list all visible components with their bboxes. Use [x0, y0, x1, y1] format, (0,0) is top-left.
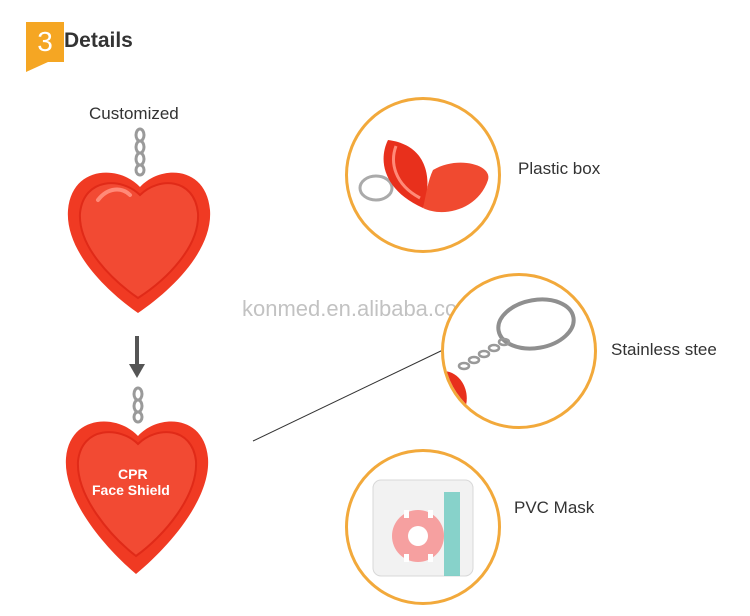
section-title: Details — [64, 29, 133, 52]
case-text-face-shield: Face Shield — [92, 482, 170, 498]
watermark-text: konmed.en.alibaba.com — [242, 296, 476, 321]
plastic-box-label: Plastic box — [518, 159, 601, 178]
heart-case-blank — [67, 127, 211, 313]
stainless-steel-label: Stainless stee — [611, 340, 717, 359]
badge-tail — [26, 62, 48, 72]
down-arrow-icon — [129, 336, 145, 378]
step-number-badge: 3 — [26, 22, 64, 62]
valve-icon — [404, 510, 433, 562]
stainless-ring-photo — [441, 273, 597, 429]
keyring-icon — [496, 297, 576, 351]
pvc-mask-label: PVC Mask — [514, 498, 595, 517]
heart-case-printed — [65, 386, 209, 574]
chain-icon — [134, 127, 146, 177]
pvc-mask-photo — [345, 449, 501, 605]
chain-icon — [132, 386, 144, 424]
plastic-box-photo — [345, 97, 501, 253]
connector-line — [252, 348, 446, 442]
chain-icon — [457, 337, 511, 371]
customized-caption: Customized — [89, 104, 179, 123]
case-text-cpr: CPR — [118, 466, 148, 482]
keyring-icon — [358, 174, 394, 202]
